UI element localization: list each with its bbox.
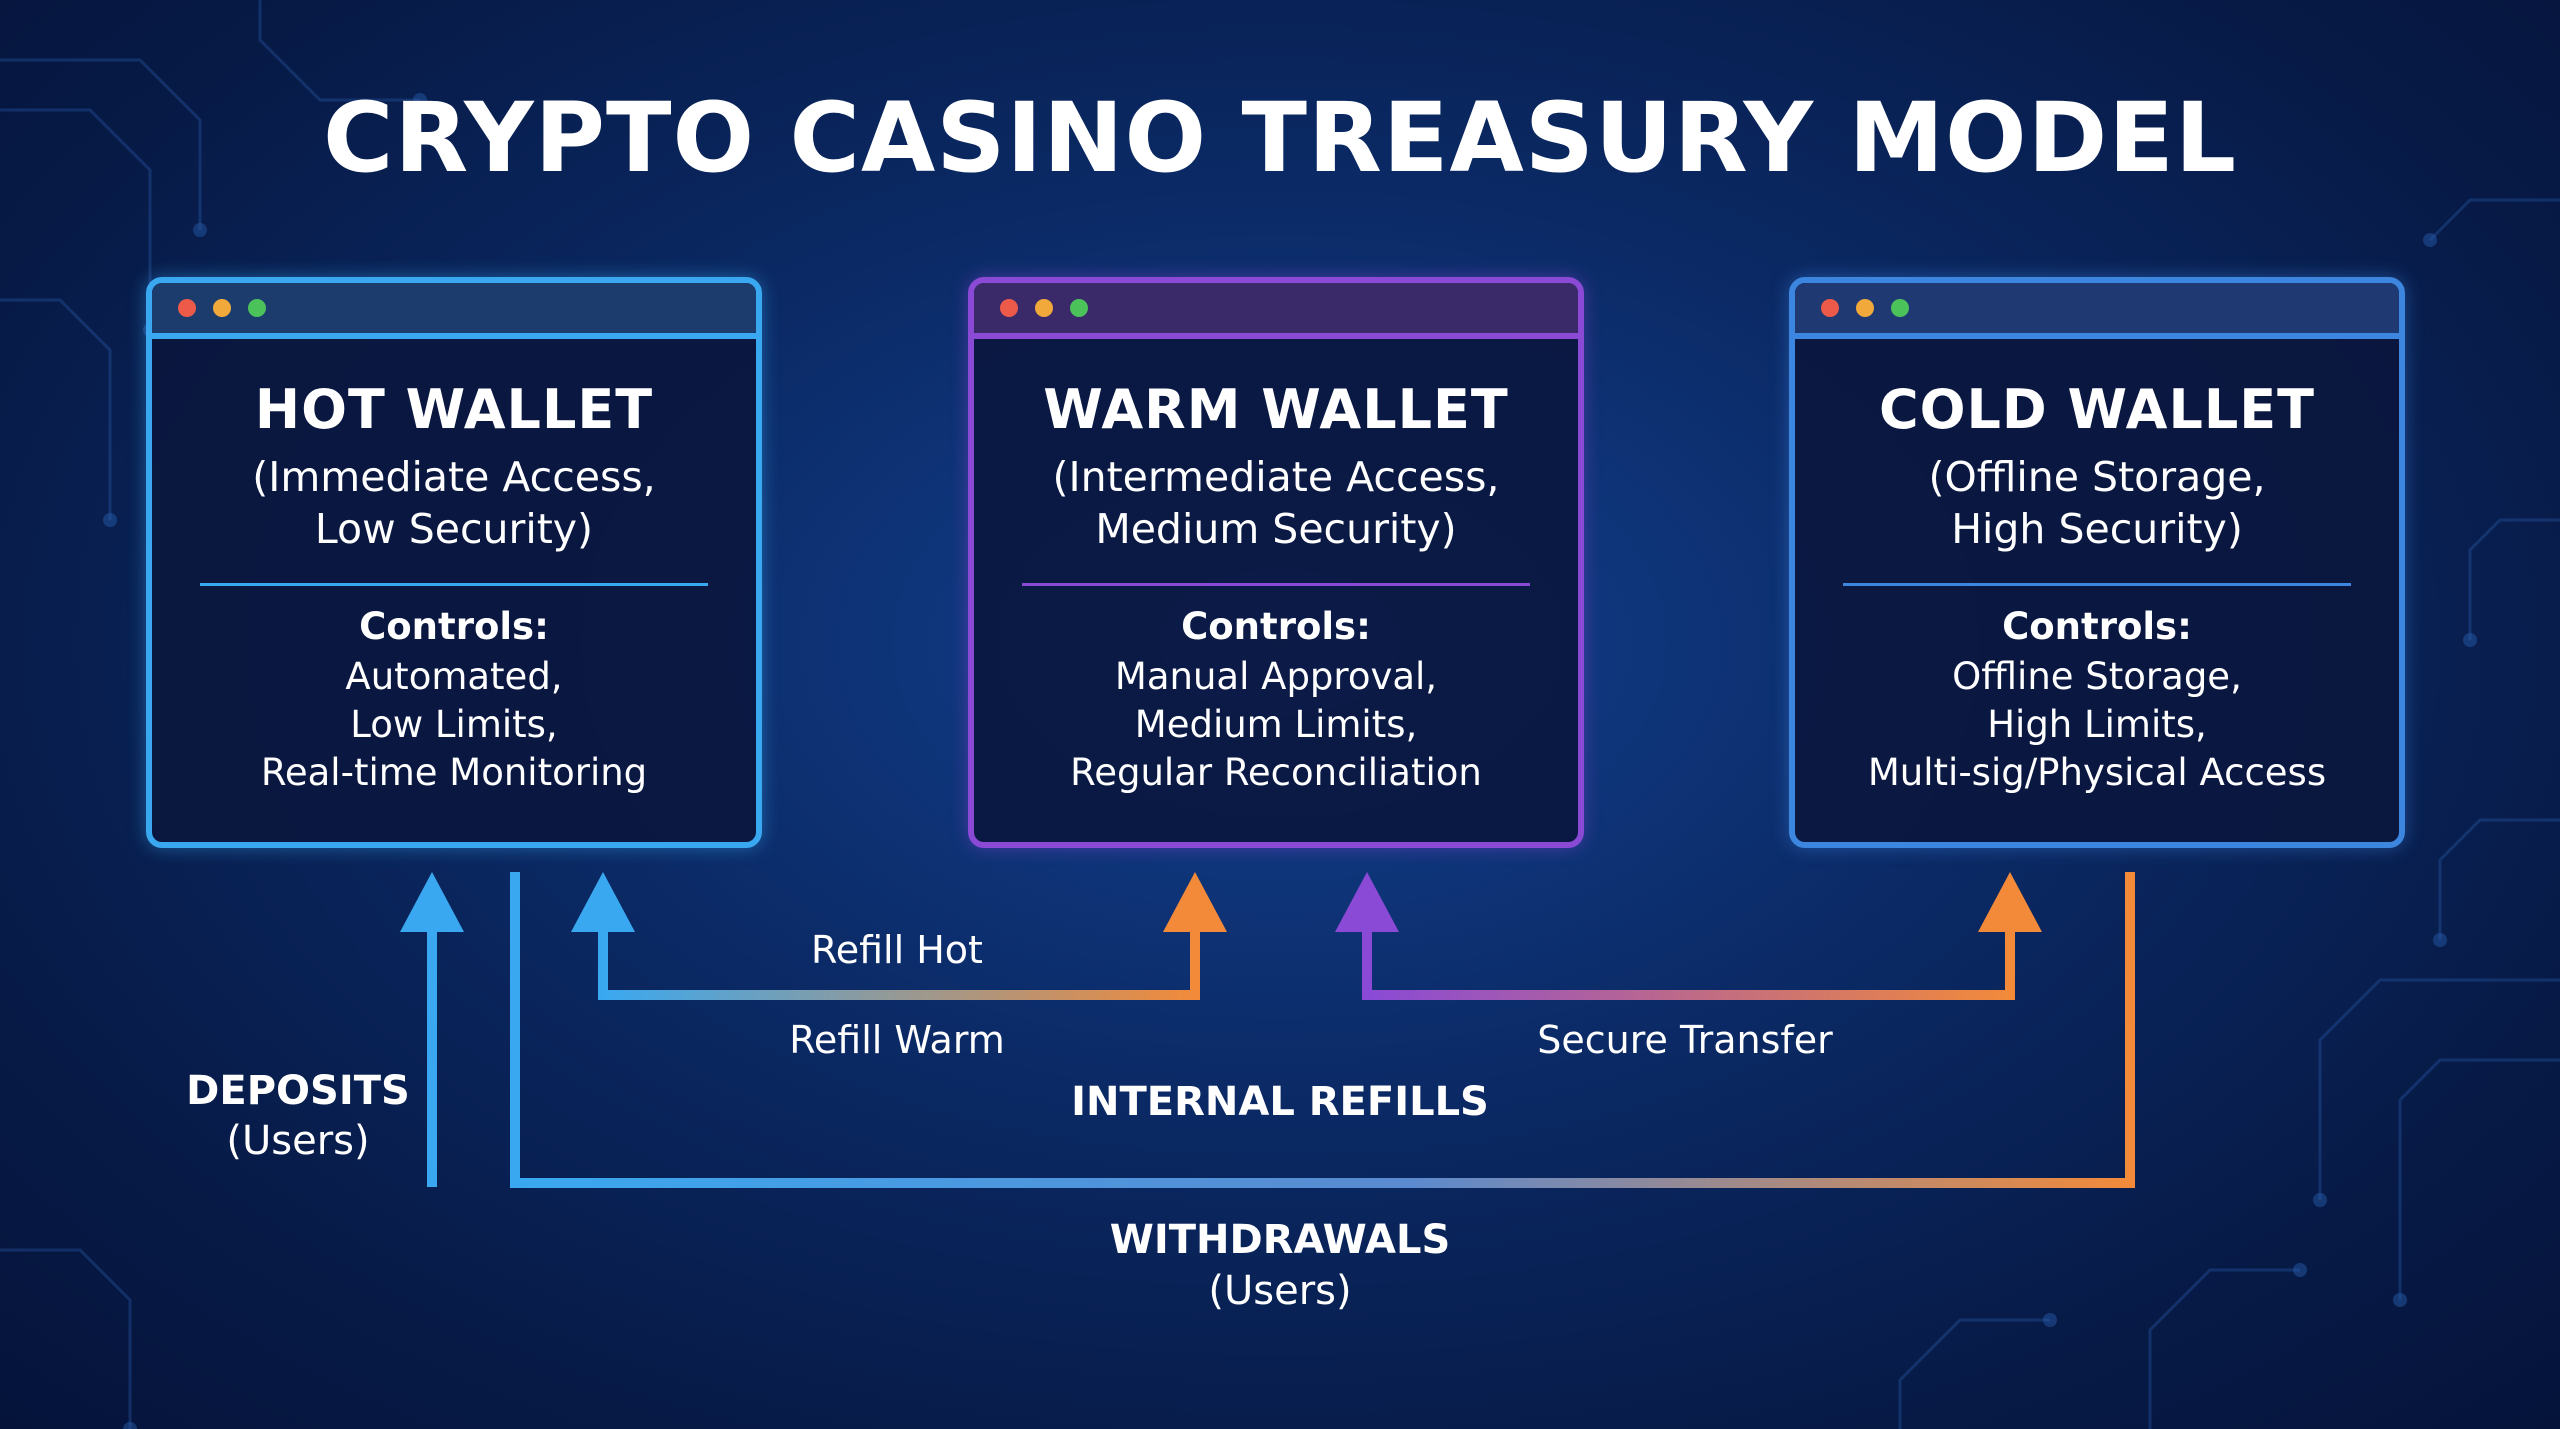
cold-control-item: High Limits, bbox=[1987, 703, 2207, 746]
cold-wallet-desc-line-1: (Offline Storage, bbox=[1928, 453, 2266, 501]
warm-wallet-controls-list: Manual Approval, Medium Limits, Regular … bbox=[974, 653, 1578, 797]
hot-wallet-divider bbox=[200, 583, 708, 586]
cold-control-item: Offline Storage, bbox=[1952, 655, 2242, 698]
warm-control-item: Regular Reconciliation bbox=[1070, 751, 1482, 794]
cold-wallet-name: COLD WALLET bbox=[1878, 378, 2316, 441]
warm-wallet-name: WARM WALLET bbox=[1043, 378, 1509, 441]
withdrawals-label: WITHDRAWALS bbox=[1109, 1217, 1451, 1263]
hot-control-item: Real-time Monitoring bbox=[260, 751, 648, 794]
minimize-dot-icon bbox=[1035, 299, 1053, 317]
deposits-arrow bbox=[400, 872, 464, 1187]
hot-wallet-description: (Immediate Access, Low Security) bbox=[152, 451, 756, 555]
deposits-sub-label: (Users) bbox=[226, 1118, 370, 1164]
cold-wallet-description: (Offline Storage, High Security) bbox=[1795, 451, 2399, 555]
warm-wallet-divider bbox=[1022, 583, 1530, 586]
warm-control-item: Manual Approval, bbox=[1114, 655, 1438, 698]
cold-wallet-divider bbox=[1843, 583, 2351, 586]
secure-transfer-arrow bbox=[1335, 872, 2042, 1000]
maximize-dot-icon bbox=[1070, 299, 1088, 317]
warm-wallet-controls-label: Controls: bbox=[1181, 605, 1371, 648]
hot-control-item: Low Limits, bbox=[350, 703, 558, 746]
hot-control-item: Automated, bbox=[345, 655, 563, 698]
refill-hot-arrow bbox=[571, 872, 1227, 1000]
hot-wallet-titlebar bbox=[152, 283, 756, 339]
cold-wallet-panel: COLD WALLET (Offline Storage, High Secur… bbox=[1789, 277, 2405, 848]
close-dot-icon bbox=[178, 299, 196, 317]
withdrawals-arrow bbox=[510, 872, 2135, 1188]
cold-wallet-controls-list: Offline Storage, High Limits, Multi-sig/… bbox=[1795, 653, 2399, 797]
warm-wallet-desc-line-1: (Intermediate Access, bbox=[1052, 453, 1500, 501]
cold-wallet-titlebar bbox=[1795, 283, 2399, 339]
warm-wallet-titlebar bbox=[974, 283, 1578, 339]
maximize-dot-icon bbox=[1891, 299, 1909, 317]
warm-wallet-desc-line-2: Medium Security) bbox=[1095, 505, 1457, 553]
diagram-title: CRYPTO CASINO TREASURY MODEL bbox=[322, 82, 2238, 194]
cold-wallet-controls-label: Controls: bbox=[2002, 605, 2192, 648]
hot-wallet-controls-label: Controls: bbox=[359, 605, 549, 648]
withdrawals-sub-label: (Users) bbox=[1208, 1268, 1352, 1314]
close-dot-icon bbox=[1000, 299, 1018, 317]
hot-wallet-controls-list: Automated, Low Limits, Real-time Monitor… bbox=[152, 653, 756, 797]
deposits-label: DEPOSITS bbox=[186, 1068, 410, 1114]
close-dot-icon bbox=[1821, 299, 1839, 317]
refill-hot-label: Refill Hot bbox=[811, 928, 983, 972]
refill-warm-label: Refill Warm bbox=[789, 1018, 1005, 1062]
cold-control-item: Multi-sig/Physical Access bbox=[1867, 751, 2327, 794]
secure-transfer-label: Secure Transfer bbox=[1537, 1018, 1833, 1062]
cold-wallet-desc-line-2: High Security) bbox=[1951, 505, 2243, 553]
warm-wallet-panel: WARM WALLET (Intermediate Access, Medium… bbox=[968, 277, 1584, 848]
hot-wallet-name: HOT WALLET bbox=[254, 378, 654, 441]
warm-wallet-description: (Intermediate Access, Medium Security) bbox=[974, 451, 1578, 555]
maximize-dot-icon bbox=[248, 299, 266, 317]
hot-wallet-desc-line-1: (Immediate Access, bbox=[252, 453, 656, 501]
warm-control-item: Medium Limits, bbox=[1134, 703, 1418, 746]
internal-refills-label: INTERNAL REFILLS bbox=[1071, 1079, 1489, 1125]
hot-wallet-desc-line-2: Low Security) bbox=[314, 505, 594, 553]
minimize-dot-icon bbox=[213, 299, 231, 317]
minimize-dot-icon bbox=[1856, 299, 1874, 317]
hot-wallet-panel: HOT WALLET (Immediate Access, Low Securi… bbox=[146, 277, 762, 848]
